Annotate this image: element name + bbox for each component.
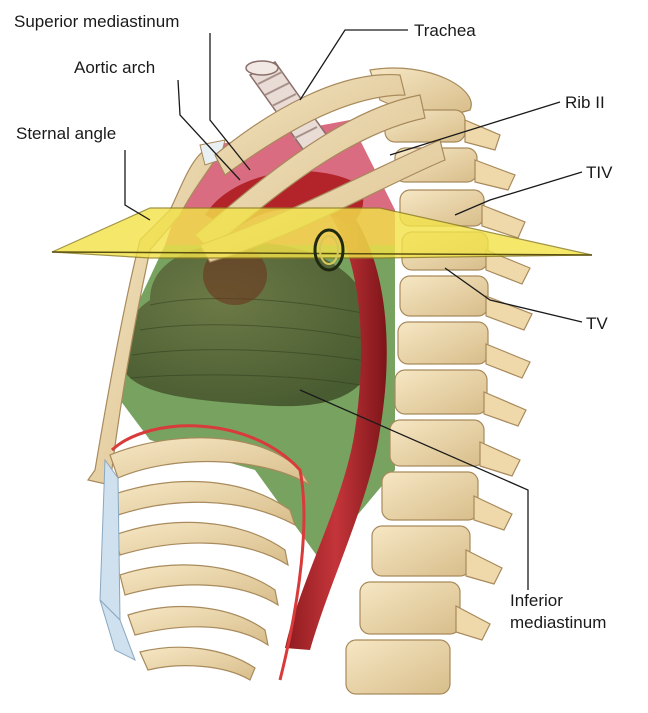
costal-cartilages (99, 458, 136, 662)
leader-lines (124, 29, 583, 590)
leader-trachea (299, 29, 408, 101)
label-tv: TV (586, 314, 608, 333)
spinous-processes (455, 119, 533, 641)
label-tiv: TIV (586, 163, 613, 182)
leader-tv (444, 267, 583, 323)
aorta-cross-section-inner (319, 235, 339, 265)
leader-rib-ii (389, 101, 561, 156)
costal-margin-outline (110, 424, 306, 681)
leader-tiv (454, 171, 583, 216)
right-atrium-shading (203, 245, 267, 305)
heart (119, 242, 376, 407)
aorta-cross-section (313, 228, 345, 272)
leader-sternal-angle (124, 150, 151, 221)
leader-superior-mediastinum (209, 33, 251, 171)
label-sternal-angle: Sternal angle (16, 124, 116, 143)
label-trachea: Trachea (414, 21, 476, 40)
leader-aortic-arch (177, 79, 241, 181)
lower-ribs (109, 437, 311, 681)
label-superior-mediastinum: Superior mediastinum (14, 12, 179, 31)
heart-muscle-striations (129, 297, 373, 386)
label-rib-ii: Rib II (565, 93, 605, 112)
leader-inferior-mediastinum (299, 389, 529, 590)
label-inferior-mediastinum-line2: mediastinum (510, 613, 606, 632)
descending-aorta (285, 210, 387, 650)
plane-front-edge (51, 251, 593, 256)
label-aortic-arch: Aortic arch (74, 58, 155, 77)
label-inferior-mediastinum-line1: Inferior (510, 591, 563, 610)
